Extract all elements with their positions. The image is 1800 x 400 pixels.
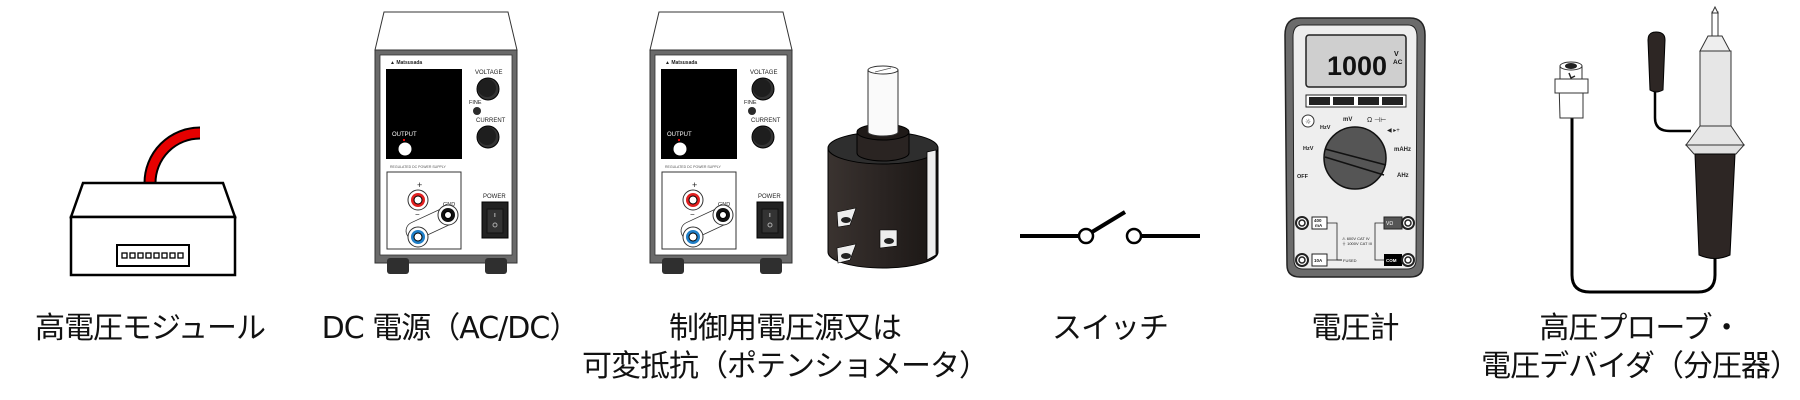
svg-text:VOLTAGE: VOLTAGE: [475, 70, 502, 76]
svg-text:◀ ▸+: ◀ ▸+: [1387, 128, 1400, 134]
svg-text:AC: AC: [1393, 59, 1403, 66]
multimeter: 1000 V AC ☼ HzV mV Ω ⊣⊢ ◀ ▸+ HzV mAHz OF…: [1280, 15, 1430, 280]
power-supply-icon: ▲ Matsusada OUTPUT VOLTAGE FINE CURRENT …: [649, 11, 793, 274]
label-hv-probe: 高圧プローブ・ 電圧デバイダ（分圧器）: [1481, 311, 1800, 384]
label-hv-module: 高電圧モジュール: [35, 311, 266, 346]
svg-text:+: +: [417, 180, 422, 190]
svg-text:OFF: OFF: [1297, 174, 1309, 180]
svg-text:VOLTAGE: VOLTAGE: [750, 70, 777, 76]
svg-text:POWER: POWER: [483, 194, 506, 200]
svg-text:FINE: FINE: [469, 100, 482, 106]
svg-text:REGULATED DC POWER SUPPLY: REGULATED DC POWER SUPPLY: [390, 165, 447, 169]
svg-text:COM: COM: [1386, 258, 1397, 263]
hv-probe: [1530, 0, 1800, 300]
svg-text:FINE: FINE: [744, 100, 757, 106]
svg-text:HzV: HzV: [1303, 146, 1314, 152]
switch-icon: [1020, 210, 1200, 245]
potentiometer: [820, 60, 950, 280]
label-control-source: 制御用電圧源又は 可変抵抗（ポテンショメータ）: [582, 311, 989, 384]
svg-text:▲ Matsusada: ▲ Matsusada: [665, 60, 697, 66]
potentiometer-icon: [827, 65, 939, 269]
hv-probe-icon: [1554, 5, 1746, 294]
power-supply-icon: ▲ Matsusada OUTPUT VOLTAGE FINE CURRENT …: [374, 11, 518, 274]
svg-text:REGULATED DC POWER SUPPLY: REGULATED DC POWER SUPPLY: [665, 165, 722, 169]
svg-text:V: V: [1394, 51, 1399, 58]
hv-module: [0, 0, 300, 300]
label-voltmeter: 電圧計: [1311, 311, 1400, 346]
svg-text:⏚ 1000V CAT III: ⏚ 1000V CAT III: [1342, 240, 1372, 246]
svg-text:AHz: AHz: [1397, 173, 1409, 179]
svg-text:HzV: HzV: [1320, 125, 1331, 131]
svg-text:mAHz: mAHz: [1394, 147, 1411, 153]
svg-text:mV: mV: [1343, 117, 1352, 123]
svg-text:OUTPUT: OUTPUT: [667, 132, 692, 138]
svg-text:mA: mA: [1315, 223, 1323, 228]
svg-text:CURRENT: CURRENT: [751, 118, 781, 124]
svg-text:OUTPUT: OUTPUT: [392, 132, 417, 138]
svg-text:10A: 10A: [1314, 258, 1323, 263]
brand-logo: ▲ Matsusada: [390, 60, 422, 66]
switch: [1000, 200, 1220, 260]
svg-text:Ω ⊣⊢: Ω ⊣⊢: [1367, 117, 1386, 124]
svg-text:+: +: [692, 180, 697, 190]
svg-text:☼: ☼: [1305, 118, 1311, 126]
svg-text:⚠ 600V CAT IV: ⚠ 600V CAT IV: [1342, 236, 1370, 241]
svg-text:VΩ: VΩ: [1386, 221, 1393, 227]
svg-text:400: 400: [1314, 218, 1322, 223]
label-dc-power: DC 電源（AC/DC）: [321, 311, 580, 346]
svg-text:POWER: POWER: [758, 194, 781, 200]
label-switch: スイッチ: [1052, 311, 1169, 346]
control-power-supply: ▲ Matsusada OUTPUT VOLTAGE FINE CURRENT …: [645, 10, 795, 280]
hv-module-icon: [69, 126, 237, 277]
svg-text:−: −: [690, 210, 695, 219]
display-value: 1000: [1327, 51, 1387, 81]
svg-text:−: −: [415, 210, 420, 219]
dc-power-supply: ▲ Matsusada OUTPUT VOLTAGE FINE CURRENT …: [370, 10, 520, 280]
svg-text:FUSED: FUSED: [1343, 258, 1357, 263]
multimeter-icon: 1000 V AC ☼ HzV mV Ω ⊣⊢ ◀ ▸+ HzV mAHz OF…: [1284, 17, 1426, 278]
svg-text:CURRENT: CURRENT: [476, 118, 506, 124]
